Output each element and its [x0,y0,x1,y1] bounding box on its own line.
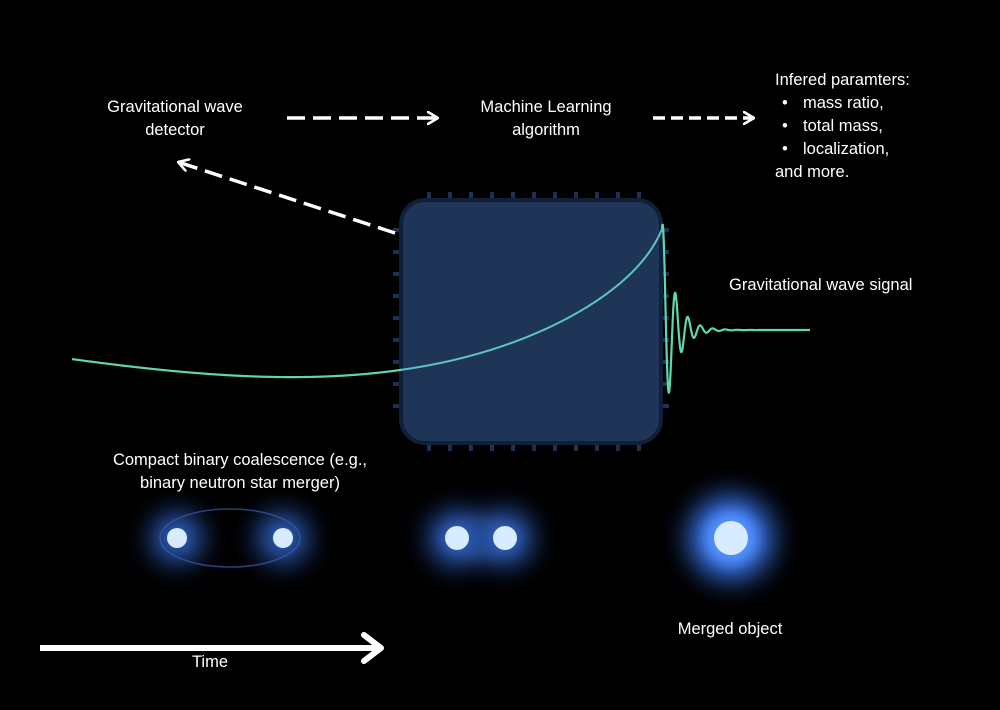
waveform-inside-box [401,228,663,371]
detector-label: Gravitational wave detector [95,96,255,142]
ml-label-line2: algorithm [512,121,580,139]
dashed-arrow-box-to-detector [178,162,396,235]
binary-stars-separated [153,508,307,568]
param-mass-ratio: mass ratio, [775,92,910,115]
star-left [167,528,187,548]
cbc-label-line1: Compact binary coalescence (e.g., [112,451,368,469]
signal-label: Gravitational wave signal [729,276,913,294]
star-left-close [445,526,469,550]
star-right-close [493,526,517,550]
box-body [399,198,663,445]
orbit-ellipse [159,508,301,568]
cbc-label-line2: binary neutron star merger) [140,474,340,492]
time-label: Time [191,653,229,671]
detector-label-line1: Gravitational wave [107,98,243,116]
inferred-parameters: Infered paramters: mass ratio, total mas… [775,69,910,184]
param-localization: localization, [775,138,910,161]
merged-label: Merged object [677,620,783,638]
star-right [273,528,293,548]
ml-label: Machine Learning algorithm [466,96,626,142]
detector-label-line2: detector [145,121,205,139]
params-title: Infered paramters: [775,71,910,89]
merged-object [689,496,773,580]
ml-label-line1: Machine Learning [480,98,612,116]
time-arrow-head [361,632,384,664]
ml-processing-box [393,192,669,451]
param-total-mass: total mass, [775,115,910,138]
cbc-label: Compact binary coalescence (e.g., binary… [90,449,390,495]
params-list: mass ratio, total mass, localization, [775,92,910,161]
binary-stars-close [431,512,531,564]
merged-star [714,521,748,555]
waveform-outside-box [71,223,811,394]
params-more: and more. [775,163,850,181]
